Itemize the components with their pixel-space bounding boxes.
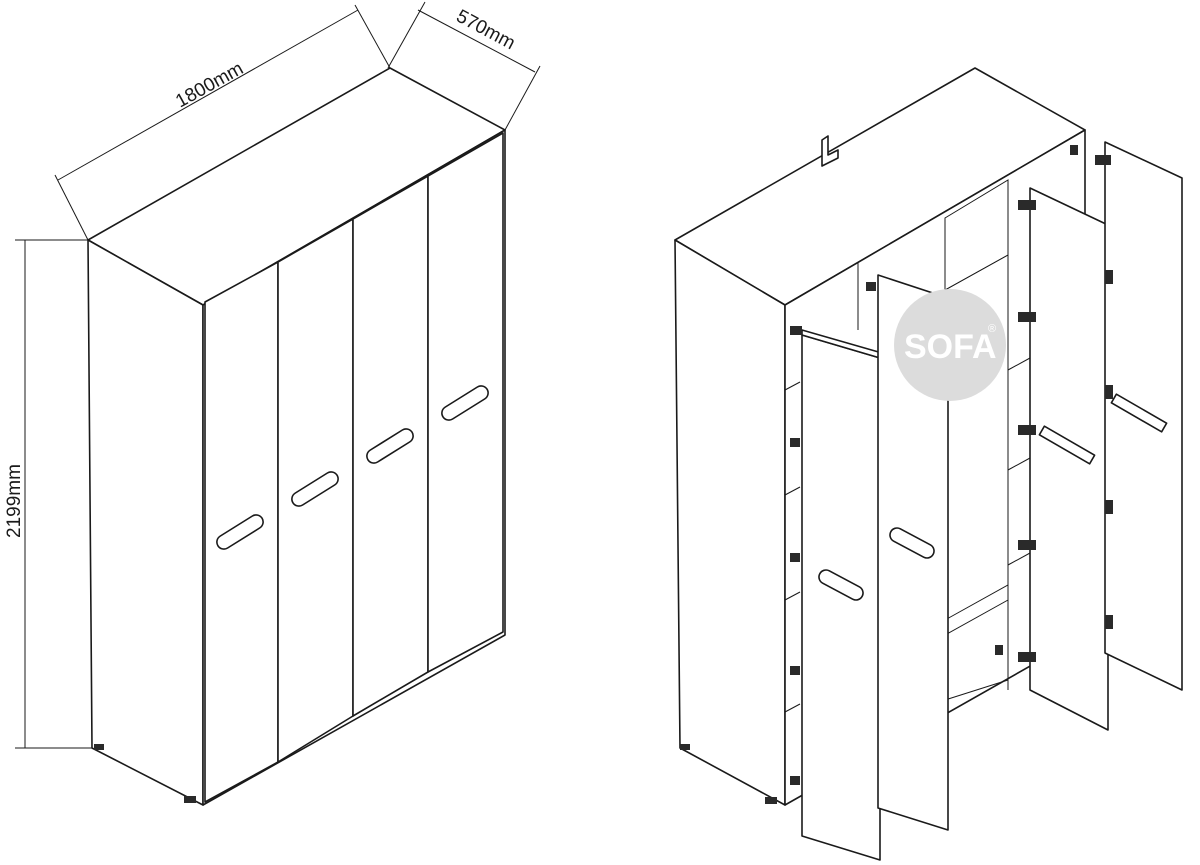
- hinge-icon: [790, 438, 800, 447]
- watermark-text: SOFA: [904, 328, 997, 366]
- open-door-1: [801, 329, 883, 861]
- open-door-4: [1104, 141, 1183, 691]
- handle-icon: [818, 569, 864, 601]
- handle-icon: [291, 471, 339, 507]
- hinge-icon: [790, 553, 800, 562]
- open-foot: [680, 744, 690, 750]
- handle-icon: [366, 428, 414, 464]
- hinge-icon: [1105, 615, 1113, 629]
- open-door-3: [1029, 187, 1109, 731]
- hinge-icon: [1018, 200, 1036, 210]
- hinge-icon: [1018, 540, 1036, 550]
- handle-icon: [216, 514, 264, 550]
- trouser-rail-icon: [1110, 393, 1168, 433]
- wall-bracket-icon: [821, 135, 839, 167]
- sofa-watermark: SOFA ®: [894, 289, 1006, 401]
- handle-icon: [441, 385, 489, 421]
- open-wardrobe-view: [674, 67, 1183, 861]
- width-label: 1800mm: [172, 58, 247, 112]
- closed-side-panel: [87, 239, 204, 806]
- closed-handles: [216, 385, 489, 550]
- hinge-icon: [1105, 385, 1113, 399]
- height-dimension: 2199mm: [4, 239, 92, 749]
- hinges: [790, 145, 1113, 785]
- handle-icon: [889, 527, 935, 559]
- trouser-rail-icon: [1038, 425, 1096, 465]
- watermark-registered-mark: ®: [988, 323, 996, 335]
- closed-foot: [184, 796, 196, 803]
- hinge-icon: [1105, 500, 1113, 514]
- open-foot: [765, 797, 777, 804]
- hinge-icon: [1018, 312, 1036, 322]
- depth-label: 570mm: [453, 6, 519, 54]
- open-side-panel: [674, 239, 786, 806]
- watermark-circle: [894, 289, 1006, 401]
- closed-wardrobe-view: 1800mm 570mm 2199mm: [4, 1, 541, 806]
- hinge-icon: [1018, 425, 1036, 435]
- hinge-icon: [1105, 270, 1113, 284]
- hinge-icon: [790, 776, 800, 785]
- hinge-icon: [1095, 155, 1111, 165]
- hinge-icon: [866, 282, 876, 291]
- hinge-icon: [995, 645, 1003, 655]
- open-door-2: [877, 274, 949, 831]
- hinge-icon: [1070, 145, 1078, 155]
- hinge-icon: [1018, 652, 1036, 662]
- closed-foot: [94, 744, 104, 750]
- height-label: 2199mm: [4, 464, 25, 538]
- hinge-icon: [790, 666, 800, 675]
- hinge-icon: [790, 326, 802, 335]
